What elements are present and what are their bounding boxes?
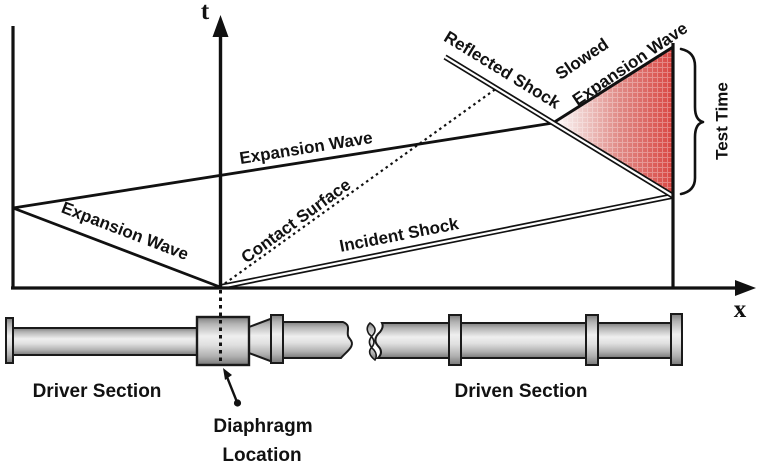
driver-end-flange [5, 317, 14, 364]
xt-diagram: t x Expansion Wave Expansion Wave Contac… [11, 0, 756, 323]
expansion-wave-reflected-line [12, 121, 554, 210]
reflected-shock-line-core [444, 56, 674, 197]
reflected-shock-label: Reflected Shock [441, 27, 564, 113]
x-axis-arrowhead [735, 280, 756, 296]
shock-tube-apparatus: Driver Section Driven Section Diaphragm … [5, 290, 683, 466]
slowed-expansion-wave-line [552, 45, 674, 125]
reducer-cone [248, 316, 274, 364]
driven-end-flange [670, 313, 683, 366]
diaphragm-label-line1: Diaphragm [213, 416, 312, 437]
t-axis-arrowhead [212, 15, 229, 37]
contact-surface-label: Contact Surface [238, 175, 355, 267]
driver-tube-body [11, 327, 199, 356]
collar-flange [270, 314, 284, 364]
diaphragm-label-line2: Location [222, 445, 301, 466]
transition-tube [282, 321, 353, 359]
test-time-brace [679, 47, 705, 196]
expansion-wave-left-label: Expansion Wave [59, 198, 191, 264]
diaphragm-pointer-dot [233, 399, 242, 407]
tube-break-symbol [366, 321, 378, 362]
driver-section-label: Driver Section [33, 381, 162, 402]
t-axis-label: t [201, 0, 210, 25]
driven-section-label: Driven Section [454, 381, 587, 402]
test-time-label: Test Time [713, 82, 732, 160]
expansion-wave-head-line [12, 206, 221, 289]
driven-flange-1 [448, 314, 462, 366]
diaphragm-block [195, 315, 251, 367]
driven-flange-2 [585, 314, 599, 366]
incident-shock-line-core [219, 194, 674, 289]
contact-surface-line [219, 87, 498, 288]
diaphragm-pointer-line [225, 376, 239, 403]
diaphragm-pointer-arrowhead [223, 368, 232, 380]
x-axis-label: x [734, 296, 747, 323]
driven-tube-body [374, 322, 677, 359]
test-time-region-texture [553, 47, 673, 196]
